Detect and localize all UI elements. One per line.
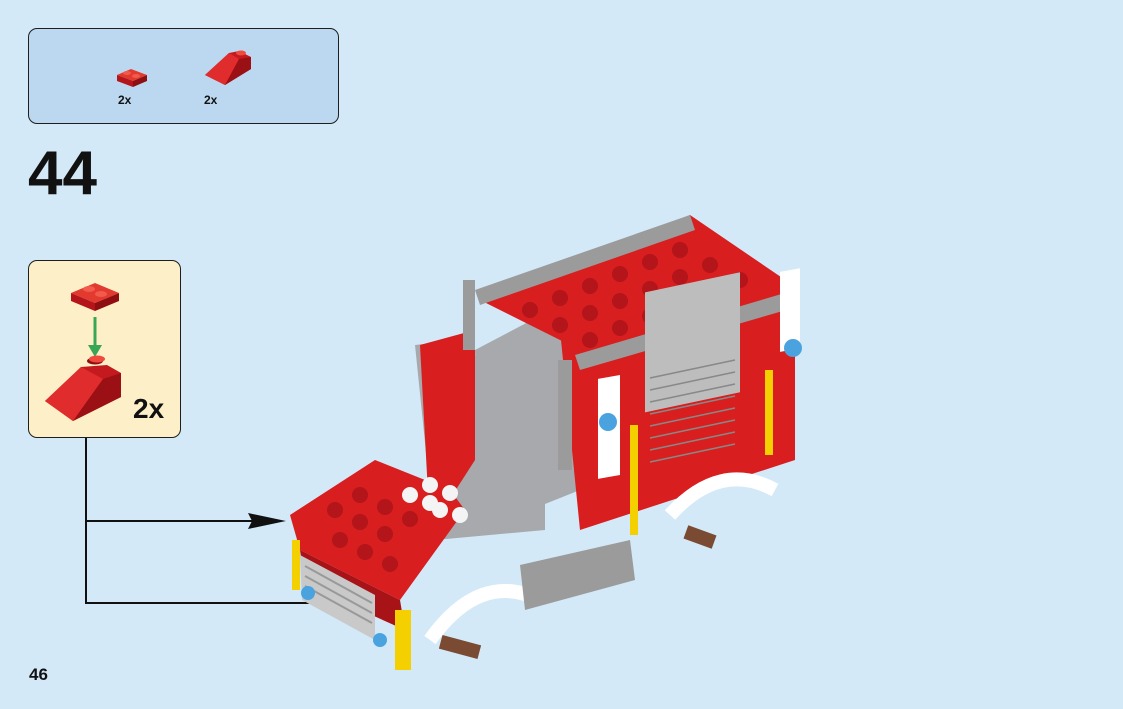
fire-truck-model	[280, 210, 820, 690]
page-number: 46	[29, 665, 48, 685]
